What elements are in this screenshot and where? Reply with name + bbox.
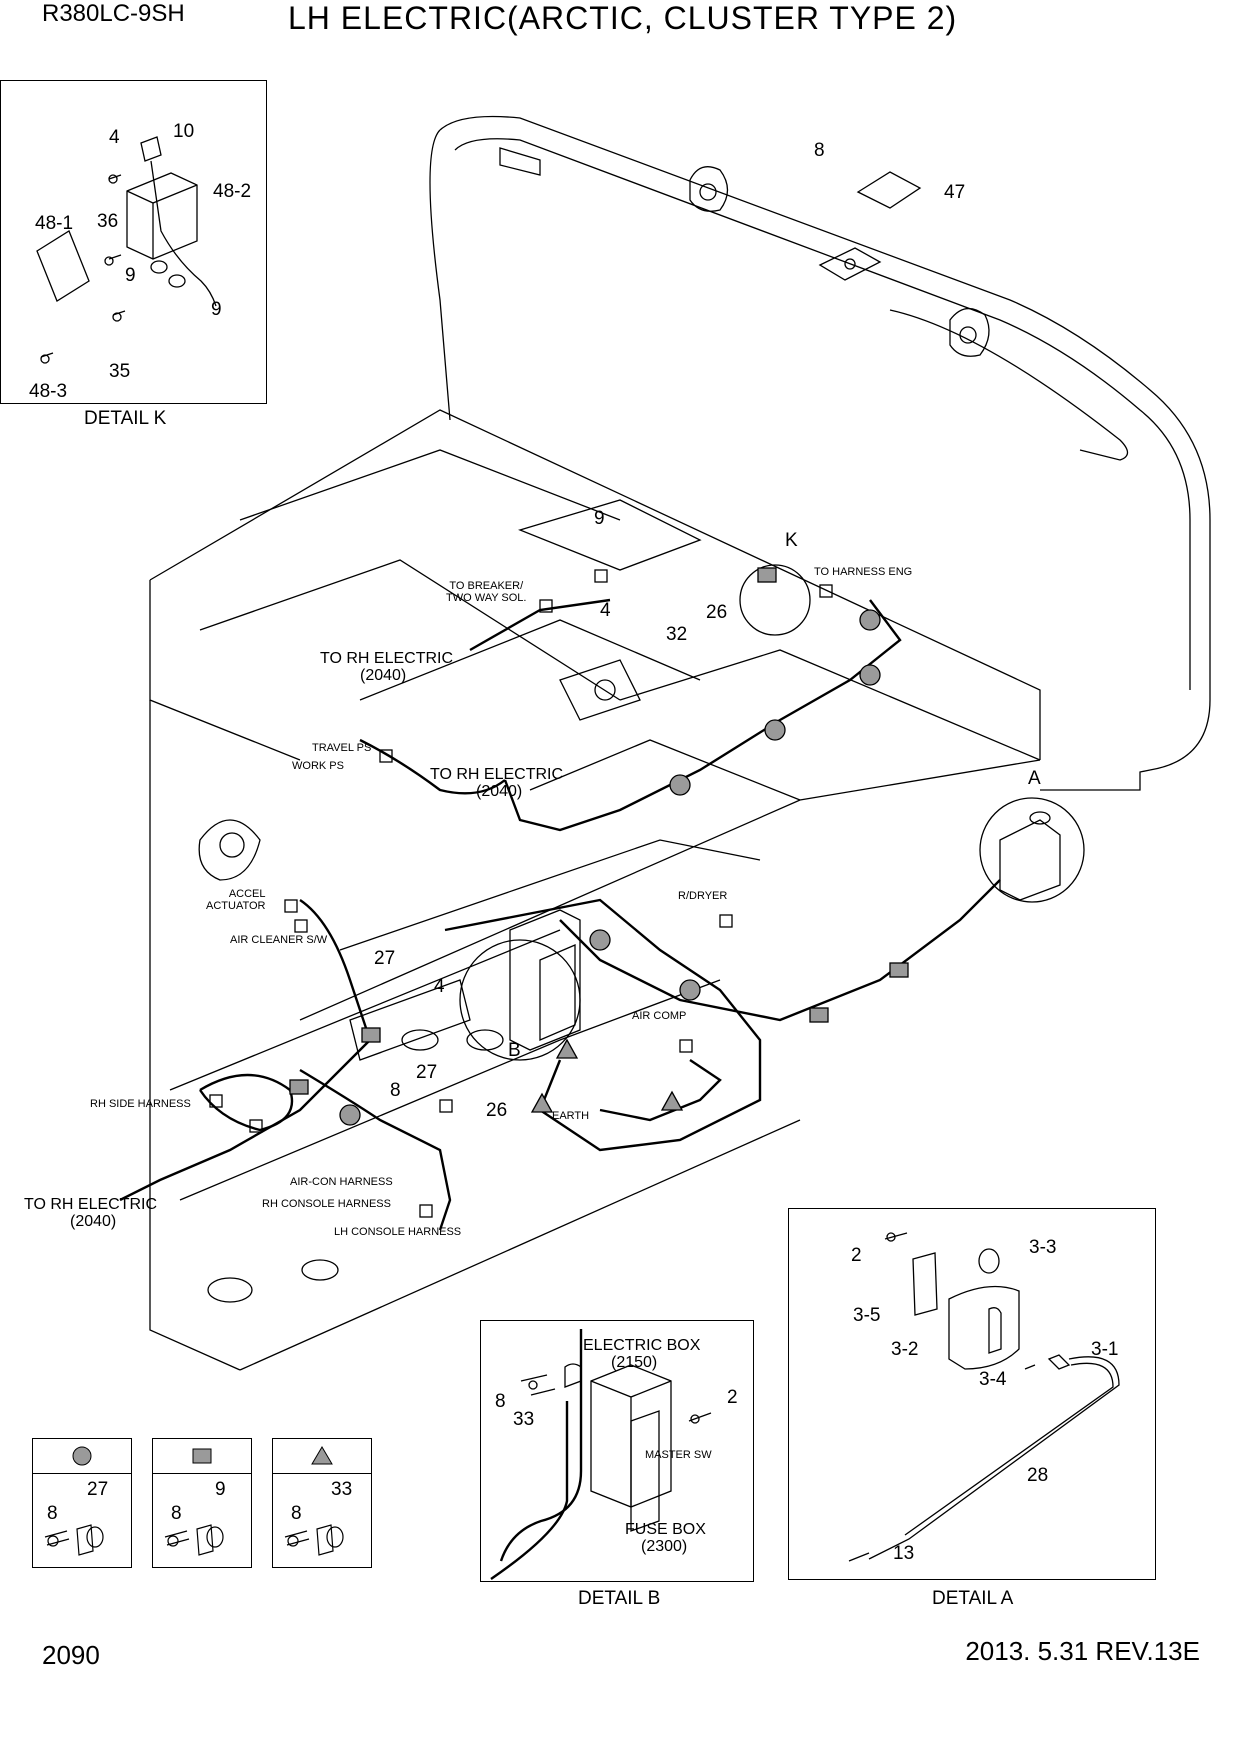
detail-k-panel: 4 10 48-2 48-1 36 9 9 35 48-3 — [0, 80, 267, 404]
note-to-rh-electric-1: TO RH ELECTRIC — [320, 650, 454, 667]
callout-47: 47 — [944, 182, 966, 203]
a-label-3-4: 3-4 — [979, 1369, 1007, 1390]
note-work-ps: WORK PS — [292, 760, 344, 772]
k-label-4: 4 — [109, 127, 120, 148]
clip-part-icon — [44, 1524, 104, 1556]
detail-b-drawing — [490, 1329, 712, 1580]
callout-26: 26 — [706, 602, 728, 623]
note-air-con-harness: AIR-CON HARNESS — [290, 1176, 393, 1188]
detail-k-drawing — [36, 136, 217, 364]
circle-symbol-icon — [72, 1446, 92, 1466]
callout-4b: 4 — [434, 976, 445, 997]
legend-triangle-bolt: 8 — [291, 1503, 302, 1524]
a-label-3-5: 3-5 — [853, 1305, 881, 1326]
note-accel-actuator: ACCEL ACTUATOR — [206, 888, 266, 912]
callout-8b: 8 — [390, 1080, 401, 1101]
note-r-dryer: R/DRYER — [678, 890, 728, 902]
page-title: LH ELECTRIC(ARCTIC, CLUSTER TYPE 2) — [288, 0, 958, 36]
b-label-8: 8 — [495, 1391, 506, 1412]
k-label-9b: 9 — [211, 299, 222, 320]
note-air-comp: AIR COMP — [632, 1010, 687, 1022]
note-to-harness-eng: TO HARNESS ENG — [814, 566, 913, 578]
note-earth: EARTH — [552, 1110, 590, 1122]
a-label-3-3: 3-3 — [1029, 1237, 1057, 1258]
callout-k: K — [785, 530, 798, 551]
detail-b-panel: ELECTRIC BOX (2150) MASTER SW FUSE BOX (… — [480, 1320, 754, 1582]
k-label-36: 36 — [97, 211, 119, 232]
detail-k-caption: DETAIL K — [84, 408, 167, 429]
note-to-rh-electric-3-ref: (2040) — [70, 1213, 117, 1230]
note-travel-ps: TRAVEL PS — [312, 742, 372, 754]
note-to-rh-electric-3: TO RH ELECTRIC — [24, 1196, 158, 1213]
fuse-box-label: FUSE BOX — [625, 1521, 706, 1538]
fuse-box-ref: (2300) — [641, 1538, 688, 1555]
clip-part-icon — [164, 1524, 224, 1556]
note-rh-side-harness: RH SIDE HARNESS — [90, 1098, 191, 1110]
detail-a-panel: 2 3-3 3-5 3-2 3-1 3-4 28 13 — [788, 1208, 1156, 1580]
model-number: R380LC-9SH — [42, 0, 185, 27]
triangle-symbol-icon — [311, 1446, 333, 1465]
note-to-rh-electric-2: TO RH ELECTRIC — [430, 766, 564, 783]
a-label-13: 13 — [893, 1543, 915, 1564]
legend-triangle-part: 33 — [331, 1479, 353, 1500]
k-label-35: 35 — [109, 361, 131, 382]
square-symbol-icon — [192, 1448, 212, 1464]
detail-b-caption: DETAIL B — [578, 1588, 661, 1609]
k-label-48-3: 48-3 — [29, 381, 68, 402]
master-sw-label: MASTER SW — [645, 1449, 712, 1461]
callout-b: B — [508, 1040, 521, 1061]
k-label-48-1: 48-1 — [35, 213, 74, 234]
legend-square: 9 8 — [152, 1438, 252, 1568]
note-lh-console-harness: LH CONSOLE HARNESS — [334, 1226, 462, 1238]
note-to-rh-electric-1-ref: (2040) — [360, 667, 407, 684]
b-label-33: 33 — [513, 1409, 535, 1430]
a-label-3-2: 3-2 — [891, 1339, 919, 1360]
legend-triangle: 33 8 — [272, 1438, 372, 1568]
revision-date: 2013. 5.31 REV.13E — [965, 1636, 1200, 1666]
note-to-rh-electric-2-ref: (2040) — [476, 783, 523, 800]
k-label-10: 10 — [173, 121, 195, 142]
a-label-3-1: 3-1 — [1091, 1339, 1119, 1360]
callout-26b: 26 — [486, 1100, 508, 1121]
page-number: 2090 — [42, 1640, 100, 1670]
callout-a: A — [1028, 768, 1041, 789]
a-label-2: 2 — [851, 1245, 862, 1266]
clip-part-icon — [284, 1524, 344, 1556]
callout-9: 9 — [594, 508, 605, 529]
note-air-cleaner-sw: AIR CLEANER S/W — [230, 934, 328, 946]
callout-27b: 27 — [416, 1062, 438, 1083]
callout-27: 27 — [374, 948, 396, 969]
legend-circle-bolt: 8 — [47, 1503, 58, 1524]
callout-32: 32 — [666, 624, 688, 645]
a-label-28: 28 — [1027, 1465, 1049, 1486]
callout-4: 4 — [600, 600, 611, 621]
note-rh-console-harness: RH CONSOLE HARNESS — [262, 1198, 391, 1210]
electric-box-ref: (2150) — [611, 1354, 658, 1371]
legend-circle-part: 27 — [87, 1479, 109, 1500]
detail-a-caption: DETAIL A — [932, 1588, 1014, 1609]
callout-8: 8 — [814, 140, 825, 161]
note-to-breaker: TO BREAKER/ TWO WAY SOL. — [446, 580, 527, 604]
legend-square-part: 9 — [215, 1479, 226, 1500]
detail-a-drawing — [848, 1232, 1120, 1562]
k-label-9a: 9 — [125, 265, 136, 286]
legend-circle: 27 8 — [32, 1438, 132, 1568]
k-label-48-2: 48-2 — [213, 181, 252, 202]
b-label-2: 2 — [727, 1387, 738, 1408]
electric-box-label: ELECTRIC BOX — [583, 1337, 701, 1354]
legend-square-bolt: 8 — [171, 1503, 182, 1524]
